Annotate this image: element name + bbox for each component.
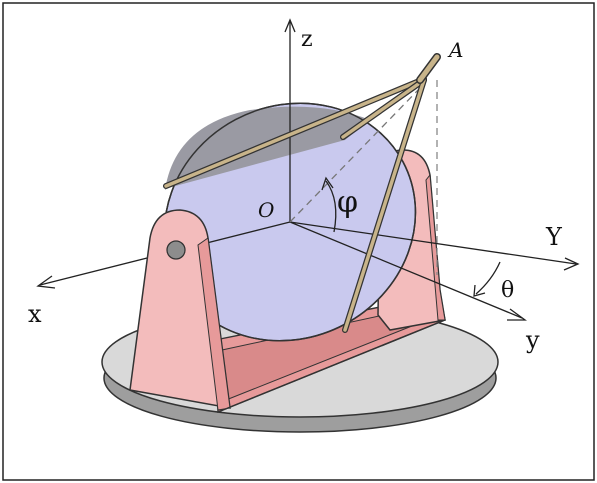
y-axis-line xyxy=(289,221,523,319)
theta-arc xyxy=(475,261,501,295)
label-Y: Y xyxy=(545,223,563,251)
label-z: z xyxy=(301,27,313,52)
coordinate-axes xyxy=(36,18,580,321)
end-cap xyxy=(417,54,440,83)
z-axis-arrow xyxy=(284,18,296,33)
label-x: x xyxy=(28,300,42,328)
Y-axis-line xyxy=(289,221,577,265)
front-pivot-pin xyxy=(166,240,186,260)
phi-arc xyxy=(325,180,337,233)
theta-arc-arrow xyxy=(473,284,486,297)
label-phi: φ xyxy=(337,185,358,220)
label-A: A xyxy=(447,38,463,62)
y-axis-arrow xyxy=(507,308,527,321)
x-axis-arrow xyxy=(36,275,56,289)
front-bracket-edge xyxy=(197,237,231,411)
front-bracket xyxy=(129,209,231,411)
rods xyxy=(163,53,441,333)
label-y: y xyxy=(525,326,540,354)
disc-shadow xyxy=(165,106,370,190)
phi-arc-arrow xyxy=(321,176,334,191)
Y-axis-arrow xyxy=(563,257,580,271)
floor-front-edge xyxy=(217,319,446,413)
label-theta: θ xyxy=(501,278,514,303)
back-bracket-edge xyxy=(425,173,446,321)
rod-lower xyxy=(343,78,426,332)
rod-upper xyxy=(164,77,426,188)
rod-middle xyxy=(341,78,426,139)
label-O: O xyxy=(258,198,274,222)
